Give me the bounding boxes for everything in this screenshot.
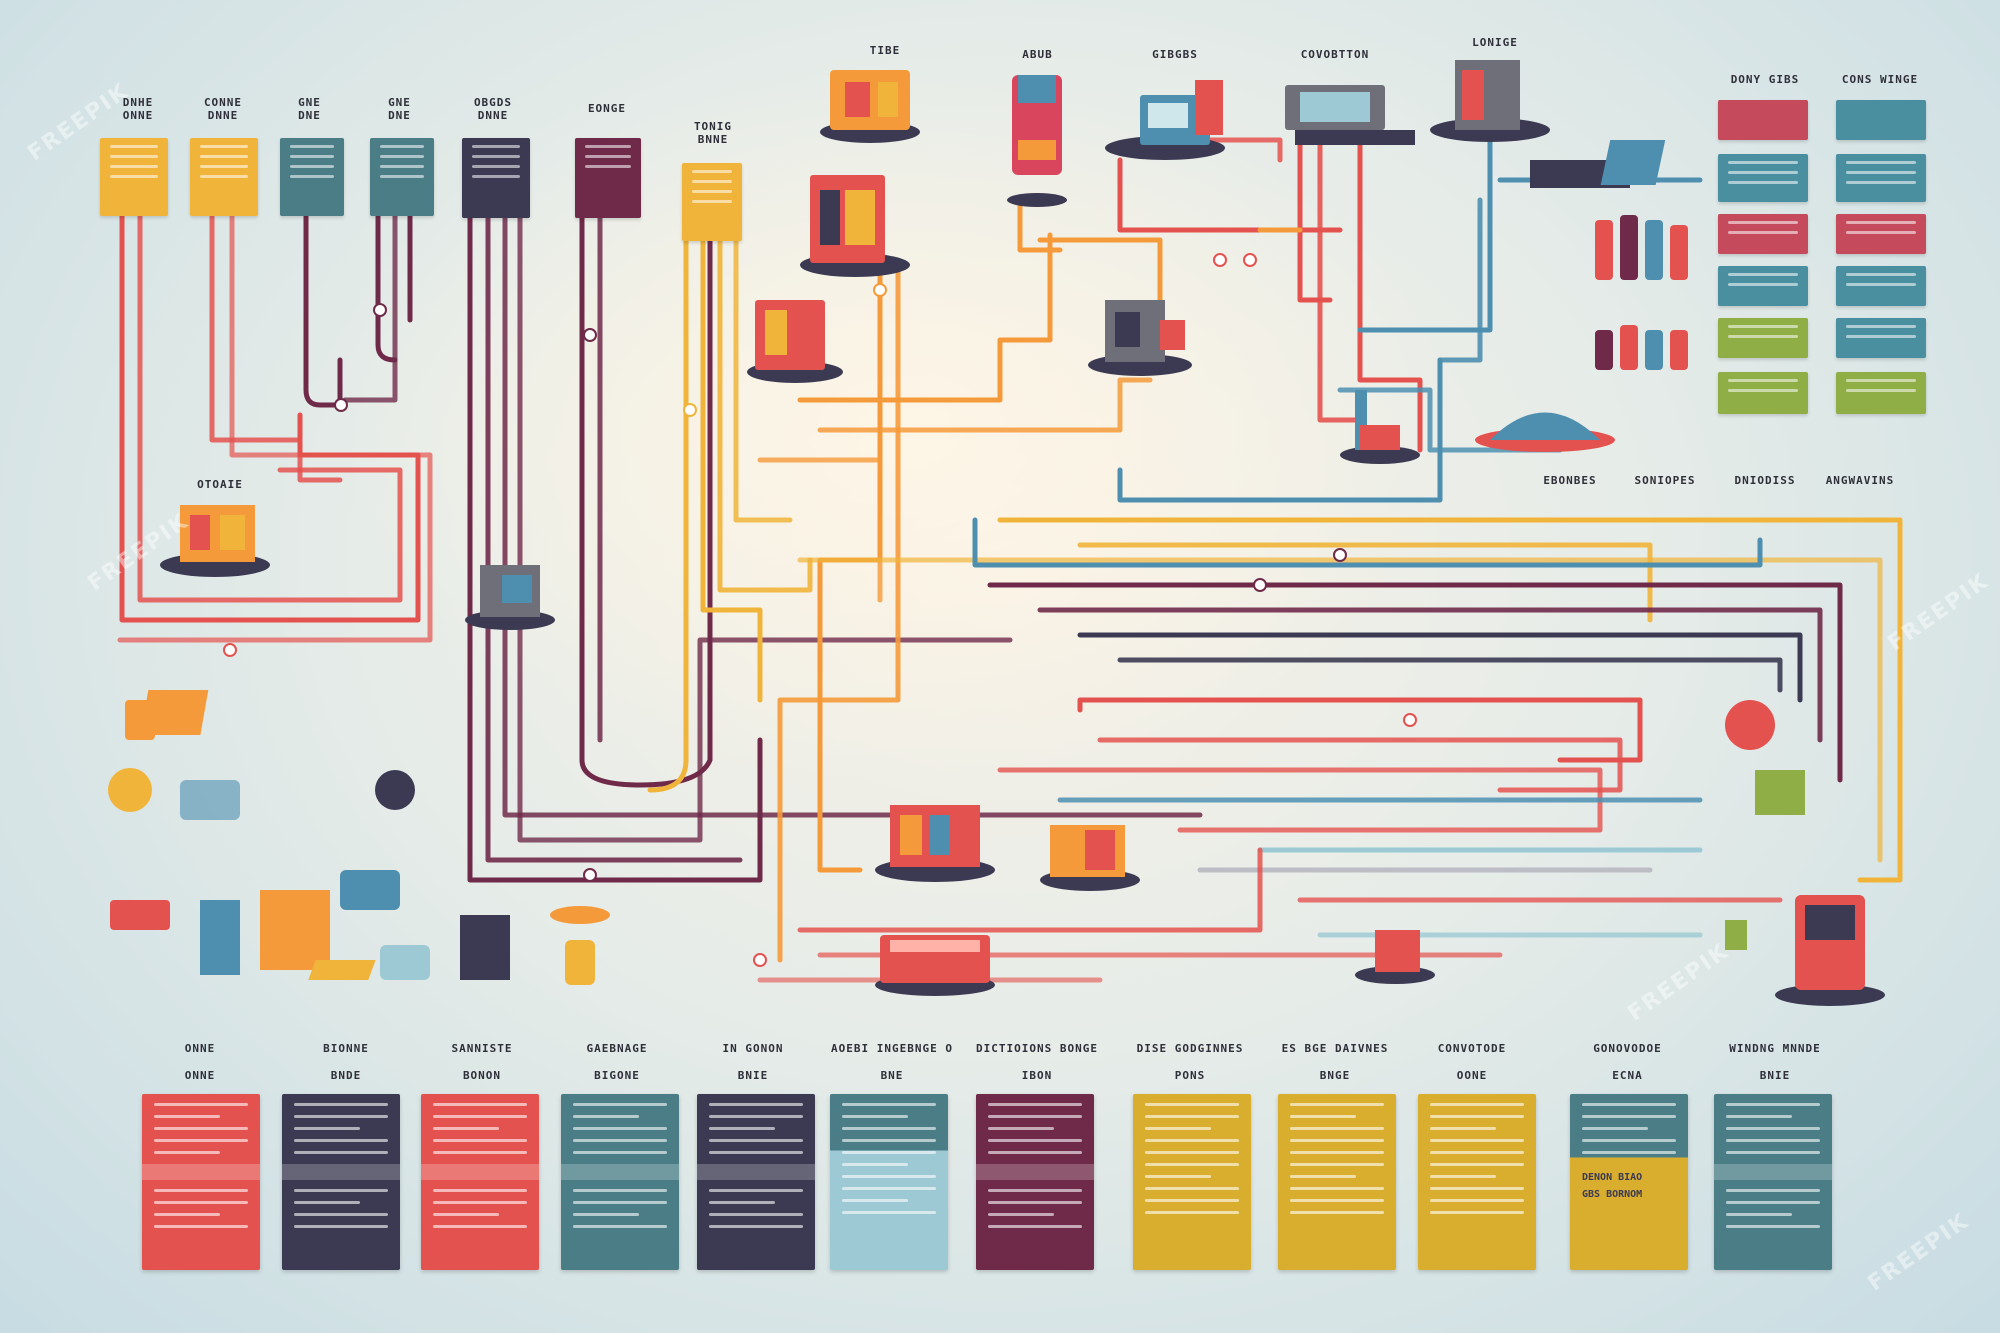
mid-label-2: SONIOPES [1634, 474, 1696, 487]
card-highlight-1: DENON BIAO [1582, 1172, 1643, 1183]
right-tag-2a [1718, 154, 1808, 202]
info-card-5 [697, 1094, 815, 1270]
top-tag-2 [190, 138, 258, 216]
info-card-1 [142, 1094, 260, 1270]
info-card-7 [976, 1094, 1094, 1270]
mid-label-4: ANGWAVINS [1825, 474, 1895, 487]
right-tag-1b [1836, 100, 1926, 140]
right-tag-4b [1836, 266, 1926, 306]
info-card-10 [1418, 1094, 1536, 1270]
top-tag-6 [575, 138, 641, 218]
top-label-6: EONGE [587, 102, 627, 115]
info-card-11: DENON BIAO GBS BORNOM [1570, 1094, 1688, 1270]
top-tag-1 [100, 138, 168, 216]
right-tag-2b [1836, 154, 1926, 202]
right-header-1: DONY GIBS [1730, 73, 1800, 86]
info-card-9 [1278, 1094, 1396, 1270]
right-tag-5a [1718, 318, 1808, 358]
machine-group [108, 60, 1885, 1006]
right-tag-6a [1718, 372, 1808, 414]
left-machine-label: OTOAIE [197, 478, 243, 491]
machine-label-4: COVOBTTON [1300, 48, 1370, 61]
right-tag-3b [1836, 214, 1926, 254]
right-tag-5b [1836, 318, 1926, 358]
right-tag-3a [1718, 214, 1808, 254]
right-tag-4a [1718, 266, 1808, 306]
top-tag-4 [370, 138, 434, 216]
top-tag-3 [280, 138, 344, 216]
right-tag-1a [1718, 100, 1808, 140]
machine-label-2: ABUB [1022, 48, 1053, 61]
info-card-4 [561, 1094, 679, 1270]
card-highlight-2: GBS BORNOM [1582, 1189, 1643, 1200]
info-card-8 [1133, 1094, 1251, 1270]
mid-label-3: DNIODISS [1734, 474, 1796, 487]
info-card-3 [421, 1094, 539, 1270]
mid-label-1: EBONBES [1543, 474, 1597, 487]
machine-label-5: LONIGE [1472, 36, 1518, 49]
info-card-6 [830, 1094, 948, 1270]
right-tag-6b [1836, 372, 1926, 414]
info-card-12 [1714, 1094, 1832, 1270]
right-header-2: CONS WINGE [1841, 73, 1919, 86]
machine-label-3: GIBGBS [1152, 48, 1198, 61]
info-card-2 [282, 1094, 400, 1270]
top-tag-7 [682, 163, 742, 241]
top-tag-5 [462, 138, 530, 218]
machine-label-1: TIBE [869, 44, 901, 57]
